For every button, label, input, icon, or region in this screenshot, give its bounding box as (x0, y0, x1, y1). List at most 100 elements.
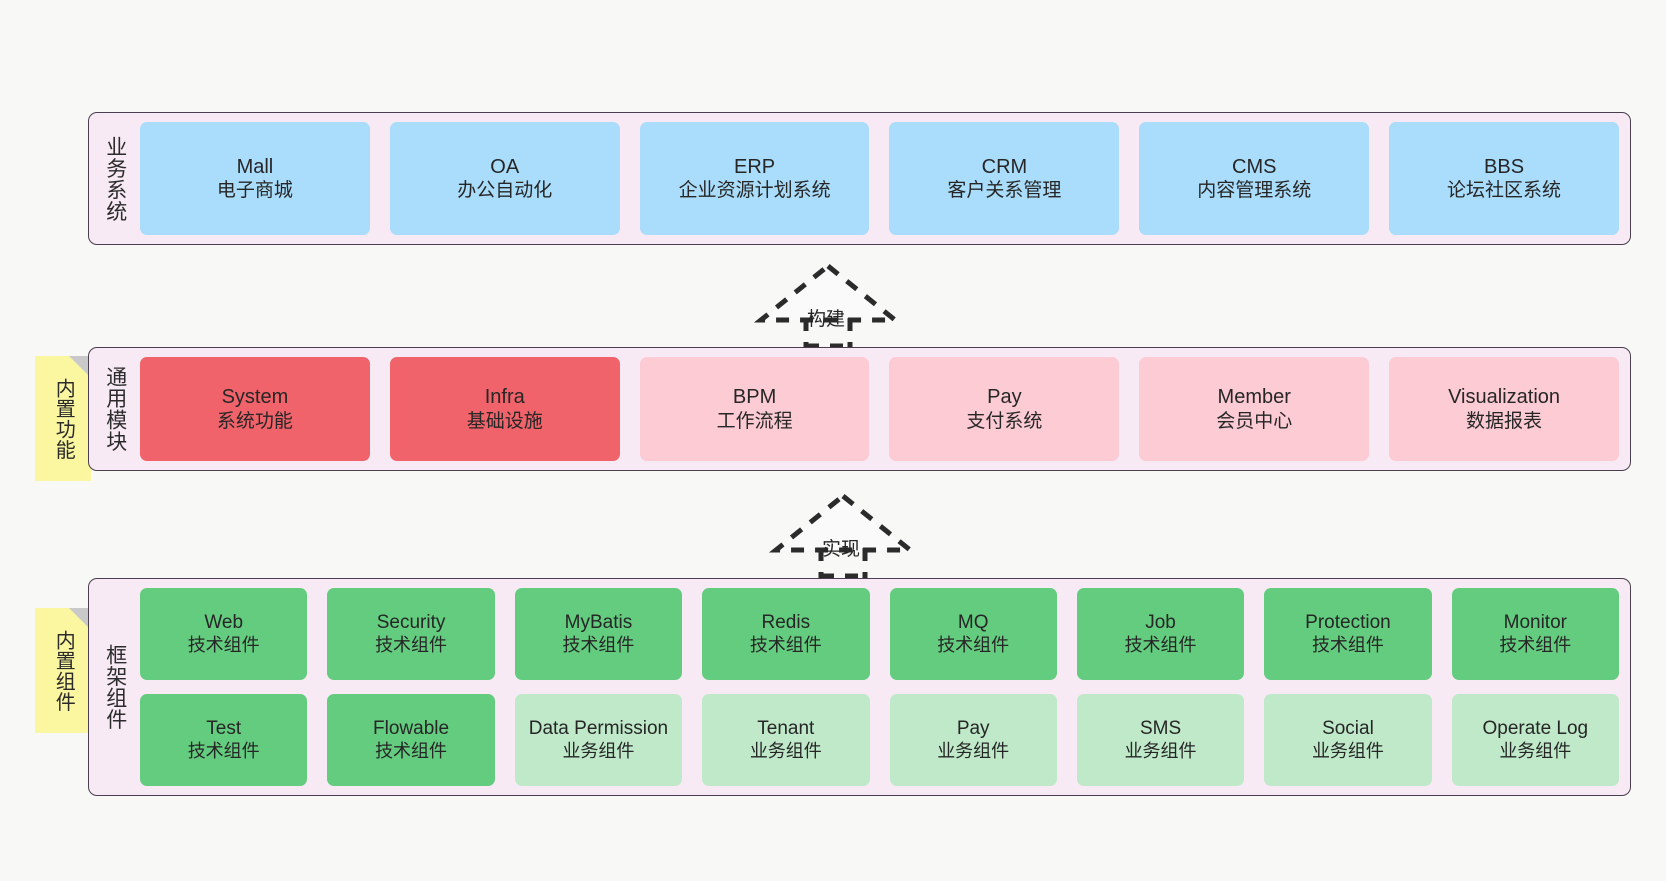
module-card-oa[interactable]: OA 办公自动化 (389, 122, 620, 235)
card-row: Web 技术组件 Security 技术组件 MyBatis 技术组件 Redi… (140, 588, 1619, 680)
arrow-head-triangle (768, 492, 918, 553)
module-name: Mall (236, 155, 274, 178)
module-name: Flowable (373, 718, 450, 740)
module-subtitle: 业务组件 (1124, 740, 1197, 761)
module-card-erp[interactable]: ERP 企业资源计划系统 (639, 122, 870, 235)
layer-title-business-system: 业务系统 (103, 135, 127, 222)
module-name: BBS (1484, 155, 1525, 178)
layer-framework-component: 框架组件 Web 技术组件 Security 技术组件 MyBatis 技术组件… (88, 578, 1631, 796)
module-name: MyBatis (564, 612, 633, 634)
module-card-crm[interactable]: CRM 客户关系管理 (889, 122, 1120, 235)
module-card-redis[interactable]: Redis 技术组件 (702, 588, 870, 680)
module-subtitle: 数据报表 (1466, 410, 1543, 432)
module-card-system[interactable]: System 系统功能 (140, 357, 370, 461)
module-name: CMS (1232, 155, 1277, 178)
module-subtitle: 系统功能 (216, 410, 293, 432)
module-card-cms[interactable]: CMS 内容管理系统 (1139, 122, 1370, 235)
module-subtitle: 技术组件 (375, 634, 448, 655)
module-name: Infra (484, 386, 525, 409)
module-card-job[interactable]: Job 技术组件 (1076, 588, 1245, 680)
module-subtitle: 技术组件 (562, 634, 635, 655)
module-subtitle: 业务组件 (1311, 740, 1384, 761)
connector-build: 构建 (753, 260, 903, 349)
sticky-fold-corner (69, 356, 91, 378)
module-name: CRM (981, 155, 1028, 178)
module-name: Job (1145, 612, 1176, 634)
layer-common-module: 通用模块 System 系统功能 Infra 基础设施 BPM 工作流程 Pay… (88, 347, 1631, 471)
layer-body-framework-component: Web 技术组件 Security 技术组件 MyBatis 技术组件 Redi… (132, 588, 1619, 786)
module-subtitle: 业务组件 (562, 740, 635, 761)
module-subtitle: 办公自动化 (457, 180, 553, 202)
card-row: System 系统功能 Infra 基础设施 BPM 工作流程 Pay 支付系统… (140, 357, 1619, 461)
module-name: ERP (734, 155, 776, 178)
module-name: SMS (1139, 718, 1182, 740)
sticky-note-label: 内置组件 (52, 629, 75, 712)
layer-business-system: 业务系统 Mall 电子商城 OA 办公自动化 ERP 企业资源计划系统 CRM… (88, 112, 1631, 245)
module-card-security[interactable]: Security 技术组件 (327, 588, 495, 680)
module-subtitle: 技术组件 (187, 740, 260, 761)
module-name: System (221, 386, 289, 409)
module-name: Pay (956, 718, 990, 740)
module-card-test[interactable]: Test 技术组件 (140, 694, 308, 786)
module-name: Operate Log (1482, 718, 1589, 740)
module-card-pay-business[interactable]: Pay 业务组件 (889, 694, 1057, 786)
sticky-note-builtin-function: 内置功能 (35, 356, 91, 481)
module-card-mall[interactable]: Mall 电子商城 (140, 122, 370, 235)
module-name: MQ (957, 612, 989, 634)
module-subtitle: 技术组件 (937, 634, 1010, 655)
module-card-bbs[interactable]: BBS 论坛社区系统 (1389, 122, 1619, 235)
connector-label-build: 构建 (807, 309, 846, 330)
sticky-fold-corner (69, 608, 91, 630)
module-name: Redis (761, 612, 811, 634)
module-name: Security (376, 612, 446, 634)
module-name: Web (204, 612, 244, 634)
module-subtitle: 会员中心 (1216, 410, 1293, 432)
sticky-note-builtin-component: 内置组件 (35, 608, 91, 733)
module-card-member[interactable]: Member 会员中心 (1139, 357, 1370, 461)
module-subtitle: 论坛社区系统 (1447, 180, 1562, 202)
module-subtitle: 内容管理系统 (1197, 180, 1312, 202)
module-name: OA (490, 155, 520, 178)
module-card-sms[interactable]: SMS 业务组件 (1076, 694, 1245, 786)
module-card-web[interactable]: Web 技术组件 (140, 588, 308, 680)
module-card-data-permission[interactable]: Data Permission 业务组件 (514, 694, 683, 786)
module-subtitle: 基础设施 (466, 410, 543, 432)
module-card-bpm[interactable]: BPM 工作流程 (639, 357, 870, 461)
module-card-pay[interactable]: Pay 支付系统 (889, 357, 1120, 461)
module-card-tenant[interactable]: Tenant 业务组件 (702, 694, 870, 786)
module-subtitle: 技术组件 (749, 634, 822, 655)
arrow-head-triangle (753, 262, 903, 323)
module-subtitle: 技术组件 (1124, 634, 1197, 655)
module-name: Data Permission (528, 718, 669, 740)
module-subtitle: 支付系统 (966, 410, 1043, 432)
module-name: Visualization (1448, 386, 1561, 409)
module-card-protection[interactable]: Protection 技术组件 (1264, 588, 1432, 680)
card-row: Test 技术组件 Flowable 技术组件 Data Permission … (140, 694, 1619, 786)
module-subtitle: 企业资源计划系统 (678, 180, 831, 202)
module-subtitle: 业务组件 (1499, 740, 1572, 761)
module-card-mq[interactable]: MQ 技术组件 (889, 588, 1057, 680)
module-subtitle: 业务组件 (749, 740, 822, 761)
module-card-visualization[interactable]: Visualization 数据报表 (1389, 357, 1619, 461)
module-subtitle: 技术组件 (1311, 634, 1384, 655)
module-card-flowable[interactable]: Flowable 技术组件 (327, 694, 495, 786)
module-subtitle: 电子商城 (216, 180, 293, 202)
module-subtitle: 业务组件 (937, 740, 1010, 761)
card-row: Mall 电子商城 OA 办公自动化 ERP 企业资源计划系统 CRM 客户关系… (140, 122, 1619, 235)
module-card-infra[interactable]: Infra 基础设施 (389, 357, 620, 461)
module-subtitle: 技术组件 (1499, 634, 1572, 655)
module-name: Social (1322, 718, 1374, 740)
module-card-operate-log[interactable]: Operate Log 业务组件 (1451, 694, 1619, 786)
module-name: Protection (1305, 612, 1391, 634)
layer-title-common-module: 通用模块 (103, 366, 127, 452)
layer-body-common-module: System 系统功能 Infra 基础设施 BPM 工作流程 Pay 支付系统… (132, 357, 1619, 461)
connector-implement: 实现 (768, 490, 918, 579)
module-name: Member (1217, 386, 1291, 409)
module-subtitle: 客户关系管理 (947, 180, 1062, 202)
module-name: BPM (732, 386, 777, 409)
module-card-social[interactable]: Social 业务组件 (1264, 694, 1432, 786)
module-subtitle: 技术组件 (187, 634, 260, 655)
module-card-mybatis[interactable]: MyBatis 技术组件 (514, 588, 683, 680)
module-card-monitor[interactable]: Monitor 技术组件 (1451, 588, 1619, 680)
